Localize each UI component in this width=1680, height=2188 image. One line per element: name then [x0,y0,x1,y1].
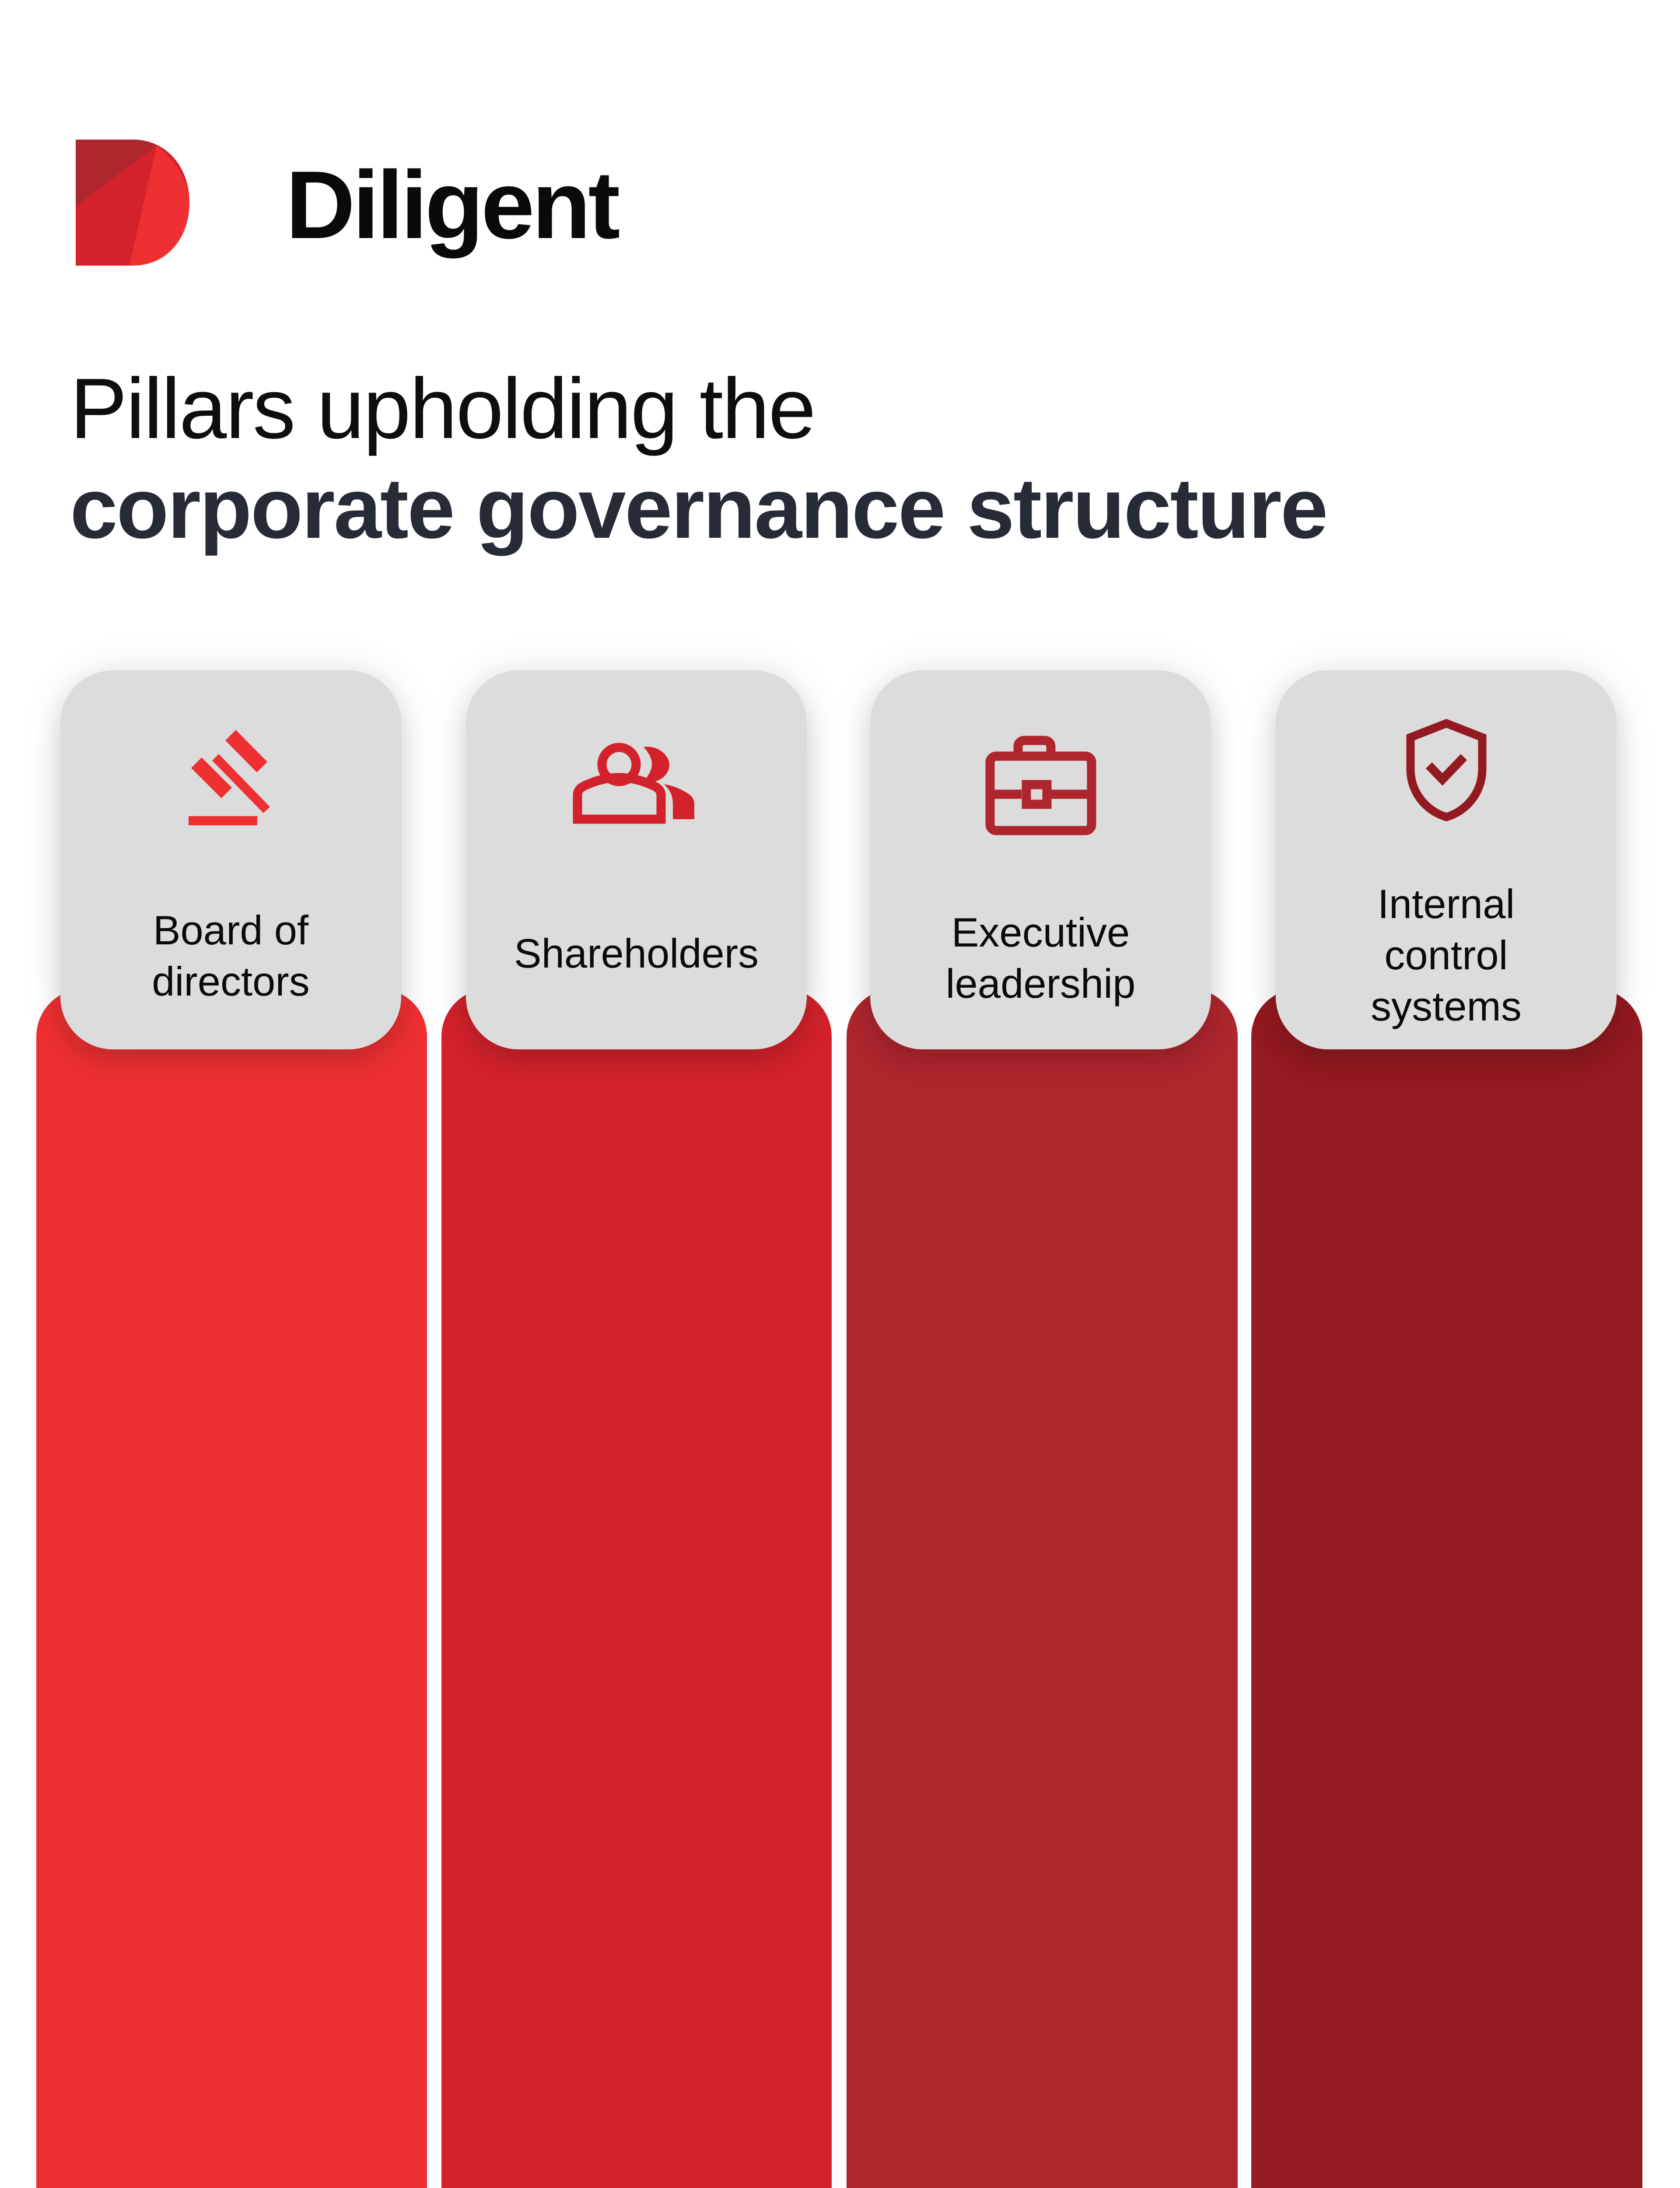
pillar-board-of-directors [36,989,427,2188]
title-line-1: Pillars upholding the [70,361,816,456]
card-executive-leadership: Executive leadership [870,670,1211,1049]
card-label: Internal control systems [1371,881,1522,1029]
card-label: Board of directors [152,907,310,1004]
brand-name: Diligent [286,151,620,259]
brand-logo: Diligent [76,139,620,266]
title-line-2: corporate governance structure [70,460,1328,556]
gavel-icon [188,730,270,825]
card-label: Executive leadership [945,909,1136,1006]
card-shareholders: Shareholders [466,670,807,1049]
card-internal-control-systems: Internal control systems [1276,670,1617,1049]
users-icon [573,743,694,824]
card-board-of-directors: Board of directors [60,670,401,1049]
shield-check-icon [1406,719,1486,821]
page-title: Pillars upholding the corporate governan… [70,359,1328,558]
pillar-internal-control-systems [1251,989,1642,2188]
card-label: Shareholders [514,930,759,976]
pillar-executive-leadership [847,989,1238,2188]
diligent-d-logo-icon [76,140,189,266]
briefcase-icon [985,736,1096,835]
pillar-shareholders [441,989,832,2188]
